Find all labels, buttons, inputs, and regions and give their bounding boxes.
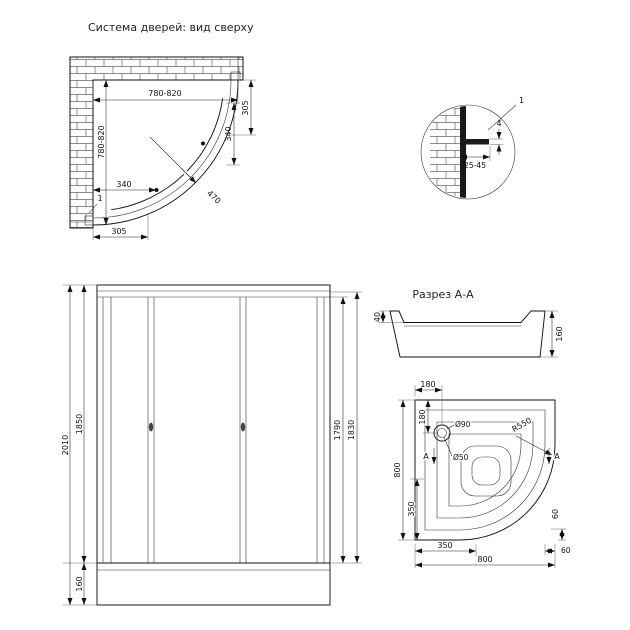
- dim-left-340: 340: [116, 180, 131, 189]
- dim-drain-outer: Ø90: [455, 420, 471, 429]
- tray-outline: [414, 399, 556, 541]
- cabin-frame-lines: [97, 290, 330, 571]
- section-view: Разрез А-А 40 160: [373, 288, 564, 358]
- front-dimension-lines: [63, 284, 362, 606]
- door-handle-dot-1: [201, 141, 205, 146]
- top-view-dimension-lines: [88, 79, 256, 240]
- dim-frame-height: 1850: [75, 414, 84, 434]
- dim-right-340: 340: [224, 126, 233, 141]
- detail-dimension-lines: [460, 104, 517, 161]
- dim-bottom-305: 305: [111, 227, 126, 236]
- dim-top-width: 780-820: [148, 89, 181, 98]
- tray-dimension-lines: [398, 385, 566, 568]
- dim-profile-thickness: 4: [496, 119, 501, 128]
- dim-door-height: 1790: [333, 420, 342, 440]
- frame-profile-left: [84, 215, 94, 226]
- detail-callout-1: 1: [519, 96, 524, 105]
- top-view-title: Система дверей: вид сверху: [88, 21, 254, 34]
- profile-bar-flange: [466, 139, 489, 145]
- dim-rim-height: 40: [373, 312, 382, 322]
- dim-left-height: 780-820: [97, 125, 106, 158]
- dim-drain-from-left: 180: [418, 409, 427, 424]
- dim-total-height: 2010: [61, 435, 70, 455]
- cabin-outline: [96, 284, 331, 606]
- dim-side-bottom: 800: [477, 555, 492, 564]
- wall-hatch: [69, 56, 244, 229]
- section-mark-right: A: [554, 452, 560, 461]
- front-view: 2010 1850 160 1790 1830: [61, 284, 362, 606]
- section-title: Разрез А-А: [412, 288, 474, 301]
- top-view: Система дверей: вид сверху: [69, 21, 256, 240]
- dim-left-lower: 350: [407, 501, 416, 516]
- dim-opening-height: 1830: [347, 420, 356, 440]
- section-mark-left: A: [423, 452, 429, 461]
- dim-side-left: 800: [393, 462, 402, 477]
- dim-drain-inner: Ø50: [453, 453, 469, 462]
- dim-rim-bottom: 60: [561, 546, 571, 555]
- drain-inner-circle: [437, 428, 447, 438]
- door-handle-left: [148, 422, 154, 432]
- section-dimension-lines: [379, 310, 558, 358]
- dim-rim-right: 60: [551, 509, 560, 519]
- dim-total-height-section: 160: [555, 326, 564, 341]
- dim-bottom-inner: 350: [437, 541, 452, 550]
- dim-right-305: 305: [241, 100, 250, 115]
- dim-adjust-range: 25-45: [464, 161, 486, 170]
- door-handle-right: [240, 422, 246, 432]
- detail-view: 4 25-45 1: [420, 96, 524, 200]
- detail-wall-hatch: [430, 106, 460, 198]
- dim-tray-height: 160: [75, 576, 84, 591]
- profile-bar-vertical: [460, 106, 466, 198]
- dim-drain-from-top: 180: [420, 380, 435, 389]
- detail-content: [430, 106, 489, 198]
- callout-1: 1: [97, 194, 102, 203]
- frame-profile-top: [230, 71, 241, 81]
- tray-section-outline: [389, 310, 546, 358]
- detail-circle: [420, 104, 516, 200]
